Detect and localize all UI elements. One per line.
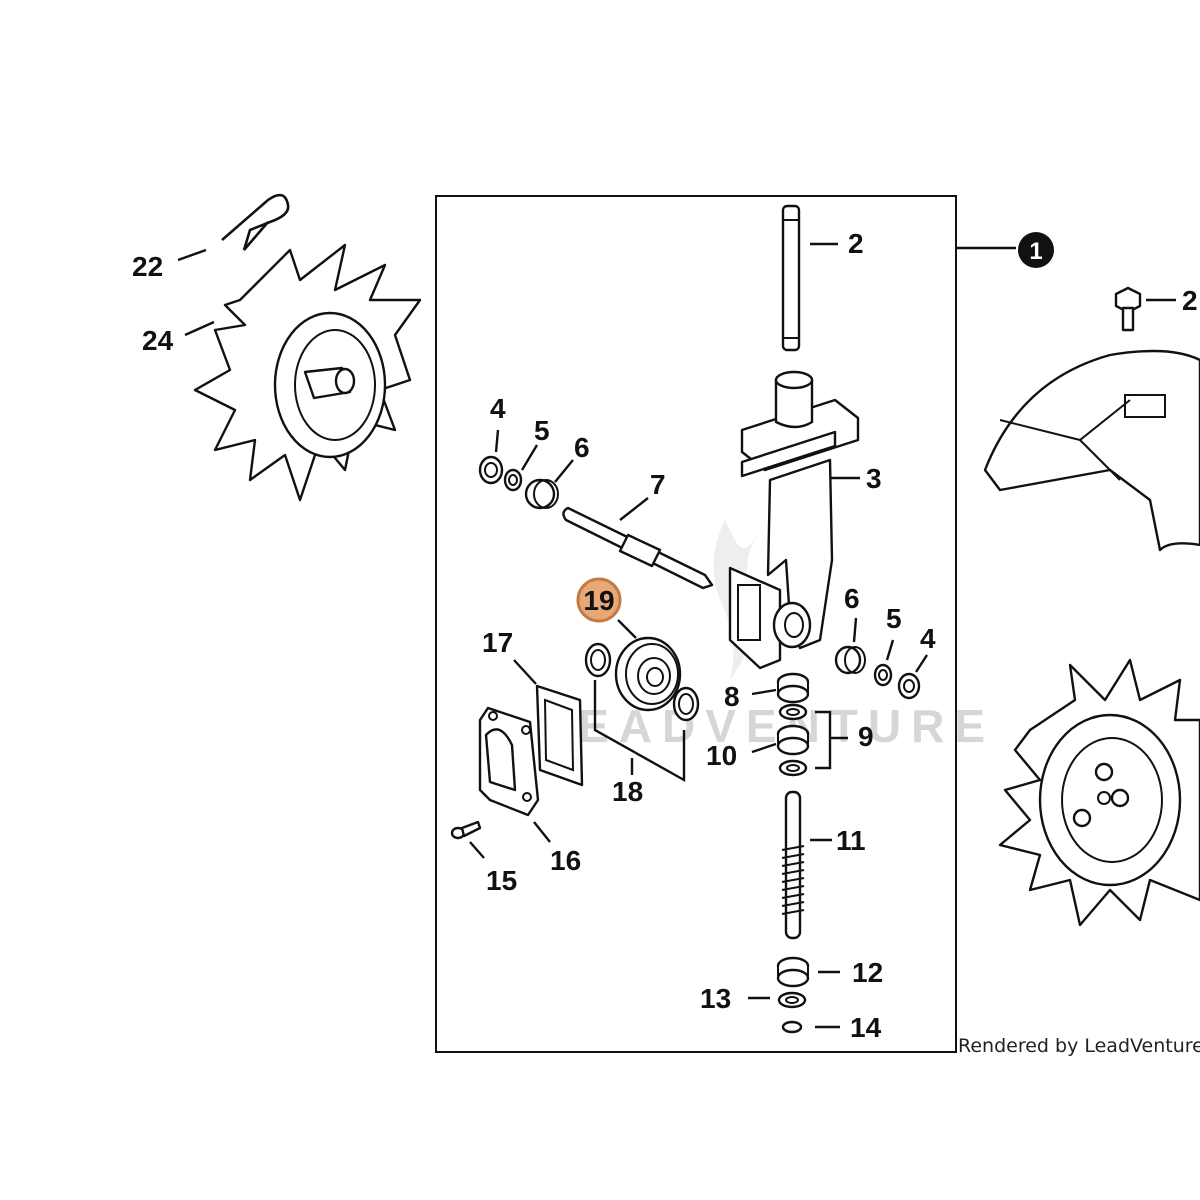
callout-2[interactable]: 2: [848, 228, 864, 259]
callout-4-right[interactable]: 4: [920, 623, 936, 654]
callout-15[interactable]: 15: [486, 865, 517, 896]
assembly-marker-badge[interactable]: [1018, 232, 1054, 268]
callout-6-right[interactable]: 6: [844, 583, 860, 614]
callout-12[interactable]: 12: [852, 957, 883, 988]
part-13-washer[interactable]: [777, 991, 807, 1009]
tine-right[interactable]: [998, 658, 1200, 927]
part-5-washer-right[interactable]: [873, 663, 893, 687]
part-15-screw[interactable]: [450, 820, 482, 840]
part-7-shaft[interactable]: [562, 506, 714, 590]
assembly-frame: [435, 195, 957, 1053]
callout-10[interactable]: 10: [706, 740, 737, 771]
part-11-worm-shaft[interactable]: [781, 790, 805, 940]
part-2-pin[interactable]: [781, 204, 801, 352]
render-credit: Rendered by LeadVenture, Inc: [958, 1035, 1200, 1057]
part-16-cover[interactable]: [478, 706, 540, 817]
callout-18[interactable]: 18: [612, 776, 643, 807]
callout-3[interactable]: 3: [866, 463, 882, 494]
callout-14[interactable]: 14: [850, 1012, 882, 1043]
part-8-bushing[interactable]: [776, 672, 810, 704]
part-22-hairpin-clip[interactable]: [221, 193, 290, 251]
callout-11[interactable]: 11: [836, 825, 866, 856]
part-4-seal-right[interactable]: [897, 672, 921, 700]
assembly-marker-number: 1: [1029, 238, 1042, 265]
part-9-washer-bottom[interactable]: [778, 759, 808, 777]
part-4-seal-left[interactable]: [478, 455, 504, 485]
part-9-washer-top[interactable]: [778, 703, 808, 721]
part-5-washer-left[interactable]: [503, 468, 523, 492]
part-10-bushing[interactable]: [776, 724, 810, 756]
callout-17[interactable]: 17: [482, 627, 513, 658]
callout-7[interactable]: 7: [650, 469, 666, 500]
part-18-bracket: [593, 680, 686, 783]
part-17-gasket[interactable]: [535, 684, 584, 787]
callout-9[interactable]: 9: [858, 721, 874, 752]
callout-24[interactable]: 24: [142, 325, 174, 356]
callout-22[interactable]: 22: [132, 251, 163, 282]
part-6-bushing-left[interactable]: [524, 478, 559, 510]
callout-2-right[interactable]: 2: [1182, 285, 1198, 316]
part-12-bushing[interactable]: [776, 956, 810, 988]
callout-6-left[interactable]: 6: [574, 432, 590, 463]
callout-5-left[interactable]: 5: [534, 415, 550, 446]
part-3-housing[interactable]: [728, 370, 860, 670]
part-6-bushing-right[interactable]: [834, 645, 866, 675]
part-24-tine-left[interactable]: [193, 243, 422, 502]
highlight-callout-badge[interactable]: [576, 577, 622, 623]
watermark-text: LEADVENTURE: [540, 700, 995, 752]
callout-8[interactable]: 8: [724, 681, 740, 712]
part-14-circlip[interactable]: [781, 1020, 803, 1034]
shield-guard[interactable]: [983, 349, 1200, 552]
part-bolt-top-right[interactable]: [1114, 286, 1142, 332]
highlight-callout-number: 19: [583, 585, 614, 616]
callout-16[interactable]: 16: [550, 845, 581, 876]
callout-13[interactable]: 13: [700, 983, 731, 1014]
part-19-bearing[interactable]: [584, 636, 700, 722]
callout-4-left[interactable]: 4: [490, 393, 506, 424]
callout-5-right[interactable]: 5: [886, 603, 902, 634]
